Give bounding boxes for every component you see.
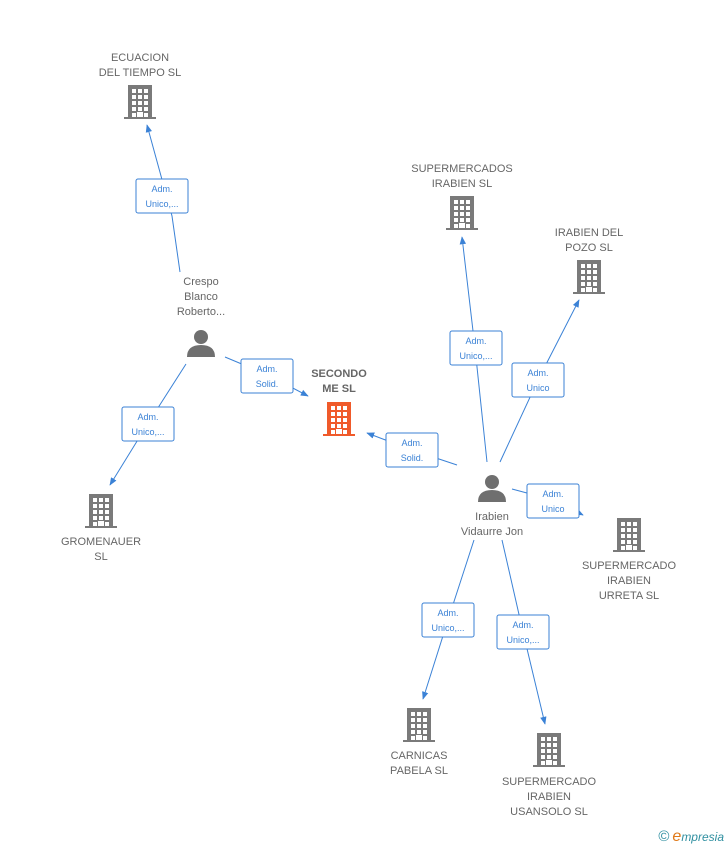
building-icon	[573, 260, 605, 294]
edge-label-line: Unico	[526, 383, 549, 393]
node-label-line: GROMENAUER	[61, 536, 141, 548]
edge-label-line: Solid.	[256, 379, 279, 389]
node-label-line: SL	[94, 551, 107, 563]
edge-label-box	[135, 178, 189, 214]
edge-label-irabienjon-urreta[interactable]: Adm. Unico	[526, 483, 580, 519]
node-crespo[interactable]: CrespoBlancoRoberto...	[177, 276, 225, 357]
edge-label-irabienjon-usansolo[interactable]: Adm. Unico,...	[496, 614, 550, 650]
person-icon	[478, 475, 506, 502]
brand-watermark[interactable]: ©empresia	[658, 828, 724, 846]
edge-label-line: Adm.	[256, 364, 277, 374]
node-label-line: USANSOLO SL	[510, 806, 588, 818]
node-label-line: SUPERMERCADO	[502, 776, 597, 788]
node-label-line: ME SL	[322, 383, 356, 395]
node-gromenauer[interactable]: GROMENAUER SL	[61, 494, 141, 563]
edge-label-line: Adm.	[512, 620, 533, 630]
building-icon	[613, 518, 645, 552]
edge-label-box	[449, 330, 503, 366]
edge-label-crespo-secondo[interactable]: Adm. Solid.	[240, 358, 294, 394]
edge-label-box	[421, 602, 475, 638]
building-icon	[124, 85, 156, 119]
node-label-line: IRABIEN SL	[432, 178, 493, 190]
node-label-line: Blanco	[184, 291, 218, 303]
edge-label-box	[240, 358, 294, 394]
node-urreta[interactable]: SUPERMERCADO IRABIEN URRETA SL	[582, 518, 677, 602]
edge-label-irabienjon-irabienpozo[interactable]: Adm. Unico	[511, 362, 565, 398]
brand-name: mpresia	[681, 830, 724, 844]
edge-label-line: Adm.	[465, 336, 486, 346]
building-icon	[446, 196, 478, 230]
edge-label-line: Unico,...	[459, 351, 492, 361]
edge-label-irabienjon-secondo[interactable]: Adm. Solid.	[385, 432, 439, 468]
node-supirabien[interactable]: SUPERMERCADOS IRABIEN SL	[411, 163, 513, 230]
edge-label-irabienjon-supirabien[interactable]: Adm. Unico,...	[449, 330, 503, 366]
node-label-line: SUPERMERCADO	[582, 560, 677, 572]
edge-label-line: Adm.	[527, 368, 548, 378]
edge-label-crespo-gromenauer[interactable]: Adm. Unico,...	[121, 406, 175, 442]
edge-label-line: Adm.	[437, 608, 458, 618]
node-label-line: DEL TIEMPO SL	[99, 67, 182, 79]
edge-label-line: Adm.	[137, 412, 158, 422]
edge-label-line: Unico,...	[145, 199, 178, 209]
node-label-line: IRABIEN	[607, 575, 651, 587]
node-irabienpozo[interactable]: IRABIEN DEL POZO SL	[555, 227, 623, 294]
node-label-line: CARNICAS	[391, 750, 448, 762]
edge-crespo-to-ecuacion	[145, 124, 181, 273]
edge-label-box	[496, 614, 550, 650]
node-label-line: ECUACION	[111, 52, 169, 64]
node-label-line: Roberto...	[177, 306, 225, 318]
edge-label-line: Adm.	[542, 489, 563, 499]
node-usansolo[interactable]: SUPERMERCADO IRABIEN USANSOLO SL	[502, 733, 597, 818]
node-label-line: POZO SL	[565, 242, 613, 254]
node-ecuacion[interactable]: ECUACION DEL TIEMPO SL	[99, 52, 182, 119]
nodes-layer: ECUACION DEL TIEMPO SL CrespoBlancoRoberto…	[61, 52, 677, 818]
node-label-line: Irabien	[475, 511, 509, 523]
edge-label-box	[526, 483, 580, 519]
edge-label-crespo-ecuacion[interactable]: Adm. Unico,...	[135, 178, 189, 214]
node-label-line: Vidaurre Jon	[461, 526, 523, 538]
edge-label-line: Adm.	[401, 438, 422, 448]
node-label-line: IRABIEN DEL	[555, 227, 623, 239]
brand-initial: e	[672, 828, 682, 845]
edge-labels-layer: Adm.Unico,...Adm.Solid.Adm.Unico,...Adm.…	[121, 178, 580, 650]
building-icon	[533, 733, 565, 767]
node-carnicas[interactable]: CARNICAS PABELA SL	[390, 708, 448, 777]
person-icon	[187, 330, 215, 357]
node-label-line: IRABIEN	[527, 791, 571, 803]
building-icon	[403, 708, 435, 742]
building-icon	[323, 402, 355, 436]
edge-label-irabienjon-carnicas[interactable]: Adm. Unico,...	[421, 602, 475, 638]
node-label-line: Crespo	[183, 276, 218, 288]
edge-label-line: Unico,...	[431, 623, 464, 633]
edge-label-box	[511, 362, 565, 398]
edge-label-line: Unico,...	[506, 635, 539, 645]
node-label-line: PABELA SL	[390, 765, 448, 777]
edge-label-line: Adm.	[151, 184, 172, 194]
edge-label-line: Solid.	[401, 453, 424, 463]
node-label-line: SUPERMERCADOS	[411, 163, 512, 175]
edge-label-box	[121, 406, 175, 442]
node-label-line: SECONDO	[311, 368, 367, 380]
node-secondo[interactable]: SECONDO ME SL	[311, 368, 367, 436]
edge-label-line: Unico	[541, 504, 564, 514]
node-label-line: URRETA SL	[599, 590, 659, 602]
edge-label-line: Unico,...	[131, 427, 164, 437]
edge-label-box	[385, 432, 439, 468]
copyright-symbol: ©	[658, 828, 670, 845]
building-icon	[85, 494, 117, 528]
